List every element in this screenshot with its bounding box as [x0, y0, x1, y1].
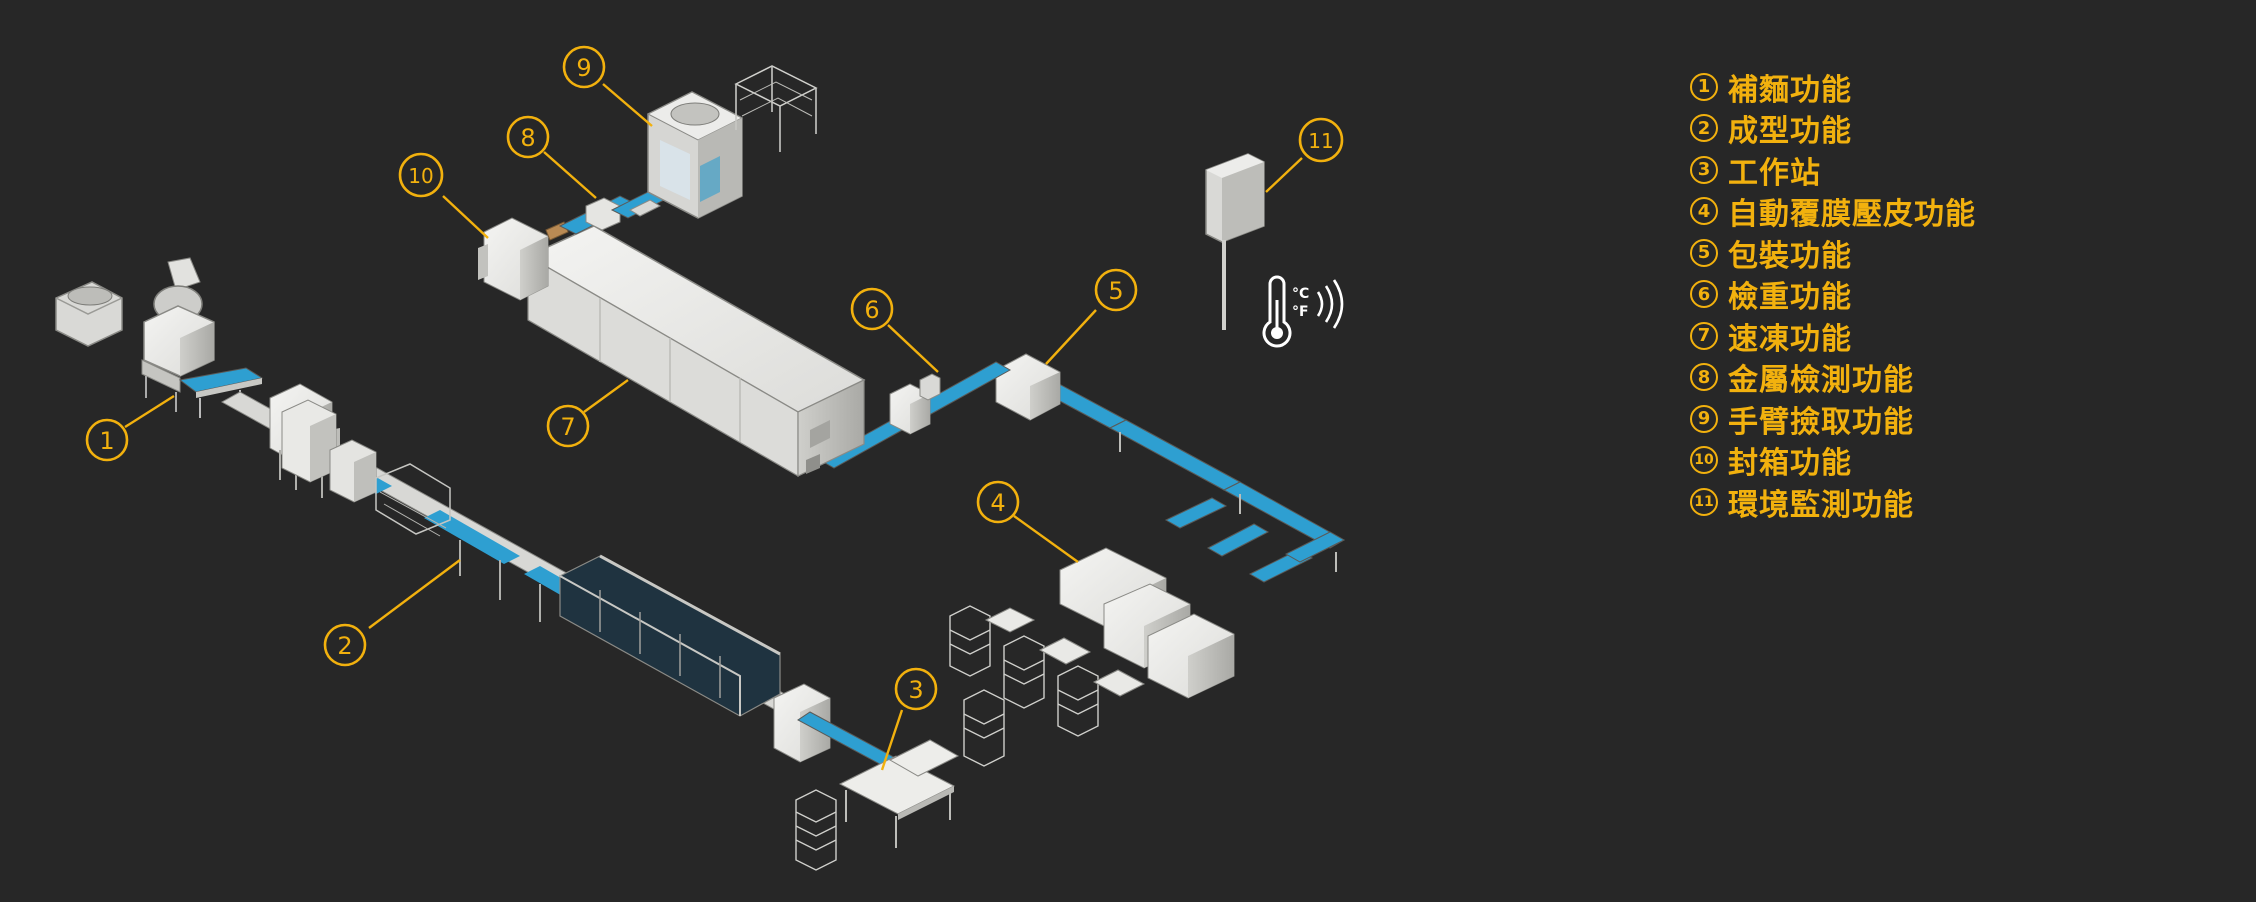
legend-item-10: 10 封箱功能	[1690, 440, 2070, 482]
callout-1: 1	[85, 418, 129, 462]
legend-item-9: 9 手臂撿取功能	[1690, 398, 2070, 440]
legend-label: 補麵功能	[1728, 72, 1852, 108]
unit-fahrenheit: °F	[1292, 304, 1309, 320]
legend-item-6: 6 檢重功能	[1690, 274, 2070, 316]
callout-11: 11	[1298, 117, 1344, 163]
svg-text:8: 8	[520, 124, 535, 152]
thermometer-wireless-icon: °C °F	[1262, 275, 1344, 348]
legend-item-11: 11 環境監測功能	[1690, 481, 2070, 523]
environment-monitor: °C °F	[1205, 153, 1344, 348]
legend-item-2: 2 成型功能	[1690, 108, 2070, 150]
svg-text:1: 1	[99, 427, 114, 455]
legend-number: 8	[1690, 363, 1718, 392]
callout-9: 9	[562, 45, 606, 89]
check-weigher	[818, 361, 1012, 469]
legend-label: 金屬檢測功能	[1728, 363, 1914, 399]
callout-4: 4	[976, 480, 1020, 524]
legend-number: 2	[1690, 114, 1718, 143]
leader-2	[368, 559, 461, 629]
robot-arm-cell	[646, 65, 818, 219]
case-sealer	[478, 217, 569, 301]
legend-number: 1	[1690, 72, 1718, 101]
legend-number: 4	[1690, 197, 1718, 226]
leader-1	[124, 394, 175, 429]
dough-feeding-machine	[55, 257, 264, 418]
leader-7	[583, 379, 629, 413]
legend-item-3: 3 工作站	[1690, 149, 2070, 191]
legend-label: 包裝功能	[1728, 238, 1852, 274]
function-legend: 1 補麵功能 2 成型功能 3 工作站 4 自動覆膜壓皮功能 5 包裝功能 6 檢重功能 7…	[1690, 66, 2070, 523]
legend-number: 3	[1690, 155, 1718, 184]
leader-9	[602, 83, 653, 127]
callout-markers: 1 2 3 4 5 6 7 8 9 10 11	[85, 45, 1344, 711]
legend-label: 手臂撿取功能	[1728, 404, 1914, 440]
svg-text:2: 2	[337, 632, 352, 660]
svg-text:5: 5	[1108, 277, 1123, 305]
packaging-machine	[995, 353, 1061, 421]
legend-label: 檢重功能	[1728, 280, 1852, 316]
legend-label: 封箱功能	[1728, 446, 1852, 482]
svg-text:9: 9	[576, 54, 591, 82]
svg-text:4: 4	[990, 489, 1005, 517]
film-press-machines	[1059, 547, 1235, 699]
legend-item-1: 1 補麵功能	[1690, 66, 2070, 108]
callout-leaders	[124, 83, 1303, 771]
legend-label: 環境監測功能	[1728, 487, 1914, 523]
callout-10: 10	[398, 152, 444, 198]
forming-line	[220, 383, 831, 763]
legend-label: 速凍功能	[1728, 321, 1852, 357]
legend-item-7: 7 速凍功能	[1690, 315, 2070, 357]
conveyor-ring	[1004, 363, 1346, 583]
callout-3: 3	[894, 667, 938, 711]
legend-number: 5	[1690, 238, 1718, 267]
legend-number: 9	[1690, 404, 1718, 433]
leader-11	[1265, 157, 1303, 193]
callout-5: 5	[1094, 268, 1138, 312]
legend-label: 自動覆膜壓皮功能	[1728, 197, 1976, 233]
legend-number: 11	[1690, 487, 1718, 516]
svg-text:6: 6	[864, 296, 879, 324]
leader-3	[880, 709, 904, 771]
unit-celsius: °C	[1292, 286, 1309, 302]
legend-number: 7	[1690, 321, 1718, 350]
leader-4	[1013, 515, 1079, 563]
legend-item-5: 5 包裝功能	[1690, 232, 2070, 274]
leader-5	[1045, 309, 1097, 365]
leader-10	[442, 195, 489, 239]
freezer-tunnel	[526, 225, 866, 478]
callout-6: 6	[850, 287, 894, 331]
legend-number: 6	[1690, 280, 1718, 309]
legend-item-8: 8 金屬檢測功能	[1690, 357, 2070, 399]
legend-number: 10	[1690, 446, 1718, 475]
svg-text:10: 10	[408, 164, 433, 188]
callout-8: 8	[506, 115, 550, 159]
legend-label: 成型功能	[1728, 114, 1852, 150]
legend-label: 工作站	[1728, 155, 1821, 191]
callout-7: 7	[546, 404, 590, 448]
svg-text:3: 3	[908, 676, 923, 704]
workstation	[795, 605, 1146, 871]
legend-item-4: 4 自動覆膜壓皮功能	[1690, 191, 2070, 233]
svg-text:11: 11	[1308, 129, 1333, 153]
leader-8	[543, 151, 597, 199]
leader-6	[887, 324, 939, 373]
callout-2: 2	[323, 623, 367, 667]
svg-text:7: 7	[560, 413, 575, 441]
